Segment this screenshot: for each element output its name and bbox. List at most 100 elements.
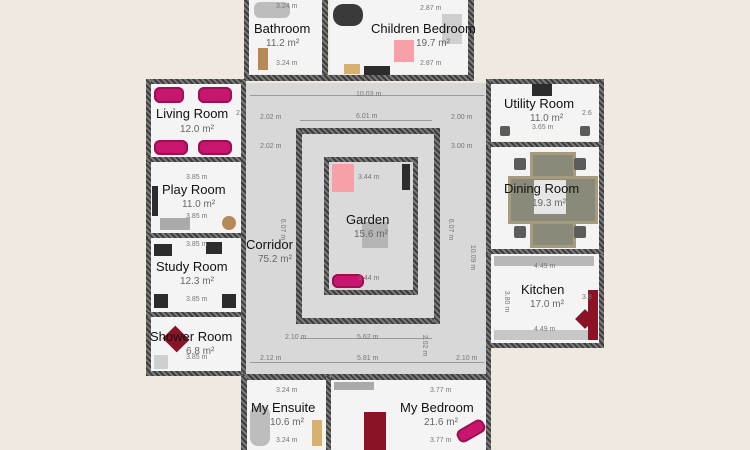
wall [146, 312, 244, 317]
rug [332, 164, 354, 192]
wall [244, 0, 249, 80]
room-name-study-room: Study Room [156, 259, 228, 274]
room-area-shower-room: 6.8 m² [186, 346, 215, 357]
dimension-label: 3.24 m [276, 60, 298, 67]
dimension-label: 2.12 m [260, 355, 282, 362]
room-name-my-bedroom: My Bedroom [400, 400, 474, 415]
garden-sofa [332, 274, 364, 288]
dimension-label: 3.77 m [430, 437, 452, 444]
dimension-label: 2.02 m [421, 334, 429, 357]
wall [241, 80, 246, 376]
wardrobe [334, 382, 374, 390]
room-name-living-room: Living Room [156, 106, 229, 121]
dimension-label: 2.02 m [260, 114, 282, 121]
dimension-label: 3.85 m [186, 213, 208, 220]
dimension-label: 5.62 m [357, 334, 379, 341]
wall [486, 343, 604, 348]
counter-red [588, 290, 598, 340]
bathtub [254, 2, 290, 18]
room-name-dining-room: Dining Room [504, 181, 580, 196]
wall [486, 79, 491, 375]
sofa [198, 87, 232, 103]
bookcase [222, 294, 236, 308]
wall [486, 79, 604, 84]
counter [494, 256, 594, 266]
room-area-dining-room: 19.3 m² [532, 198, 566, 209]
sink [154, 355, 168, 369]
dining-chair [514, 226, 526, 238]
room-area-utility-room: 11.0 m² [530, 113, 564, 124]
room-name-my-ensuite: My Ensuite [251, 400, 316, 415]
dining-chair [514, 158, 526, 170]
wall [241, 376, 247, 450]
dimension-label: 3.44 m [358, 275, 380, 282]
chair [222, 216, 236, 230]
wall [326, 376, 331, 450]
dimension-label: 3.85 m [186, 174, 208, 181]
room-area-bathroom: 11.2 m² [266, 38, 300, 49]
washer [532, 84, 552, 96]
wall [146, 157, 244, 162]
wall [322, 0, 328, 78]
wall [486, 376, 491, 450]
room-area-corridor: 75.2 m² [258, 254, 292, 265]
dimension-label: 6.01 m [356, 113, 378, 120]
stool [500, 126, 510, 136]
dimension-label: 3.85 m [186, 296, 208, 303]
dining-chair [574, 226, 586, 238]
dimension-label: 2.87 m [420, 5, 442, 12]
room-area-my-ensuite: 10.6 m² [270, 417, 304, 428]
desk [154, 244, 172, 256]
inner-wall [296, 128, 302, 324]
room-name-children-bedroom: Children Bedroom [371, 21, 476, 36]
dimension-label: 2.87 m [420, 60, 442, 67]
dimension-label: 6.07 m [447, 218, 455, 241]
stool [580, 126, 590, 136]
sofa [154, 140, 188, 155]
garden-table [362, 222, 388, 248]
bathtub [250, 406, 270, 446]
dimension-label: 5.81 m [357, 355, 379, 362]
room-area-children-bedroom: 19.7 m² [416, 38, 450, 49]
tv [442, 14, 462, 44]
dimension-label: 3.85 m [186, 354, 208, 361]
bed [364, 66, 390, 75]
wall [146, 233, 244, 238]
dimension-label: 3.00 m [451, 143, 473, 150]
desk [333, 4, 363, 26]
dimension-line [300, 120, 432, 121]
dimension-line [300, 338, 432, 339]
wall [146, 79, 246, 84]
room-name-corridor: Corridor [246, 237, 293, 252]
room-name-garden: Garden [346, 212, 390, 227]
inner-wall [296, 128, 440, 134]
inner-wall [434, 128, 440, 324]
dimension-line [250, 362, 484, 363]
inner-wall [296, 318, 440, 324]
dimension-label: 2.10 m [285, 334, 307, 341]
wall [468, 0, 474, 80]
dimension-label: 2.6 [582, 110, 592, 117]
wall [486, 142, 604, 147]
dimension-label: 3.8 [582, 294, 592, 301]
wall [244, 75, 474, 81]
room-area-play-room: 11.0 m² [182, 199, 216, 210]
dimension-label: 3.65 m [532, 124, 554, 131]
dimension-label: 3.24 m [276, 3, 298, 10]
kitchen-floor [491, 254, 599, 344]
dimension-label: 4.49 m [534, 263, 556, 270]
dimension-line [250, 95, 484, 96]
bed [364, 412, 386, 450]
dimension-label: 2.00 m [451, 114, 473, 121]
room-name-bathroom: Bathroom [254, 21, 311, 36]
dimension-label: 10.09 m [469, 244, 477, 271]
garden-wall [413, 157, 418, 295]
bookcase [154, 294, 168, 308]
chair [206, 242, 222, 254]
room-area-kitchen: 17.0 m² [530, 299, 564, 310]
shelf [402, 164, 410, 190]
dimension-label: 3.44 m [358, 174, 380, 181]
rug [394, 40, 414, 62]
dimension-label: 4.49 m [534, 326, 556, 333]
dimension-label: 2.02 m [260, 143, 282, 150]
